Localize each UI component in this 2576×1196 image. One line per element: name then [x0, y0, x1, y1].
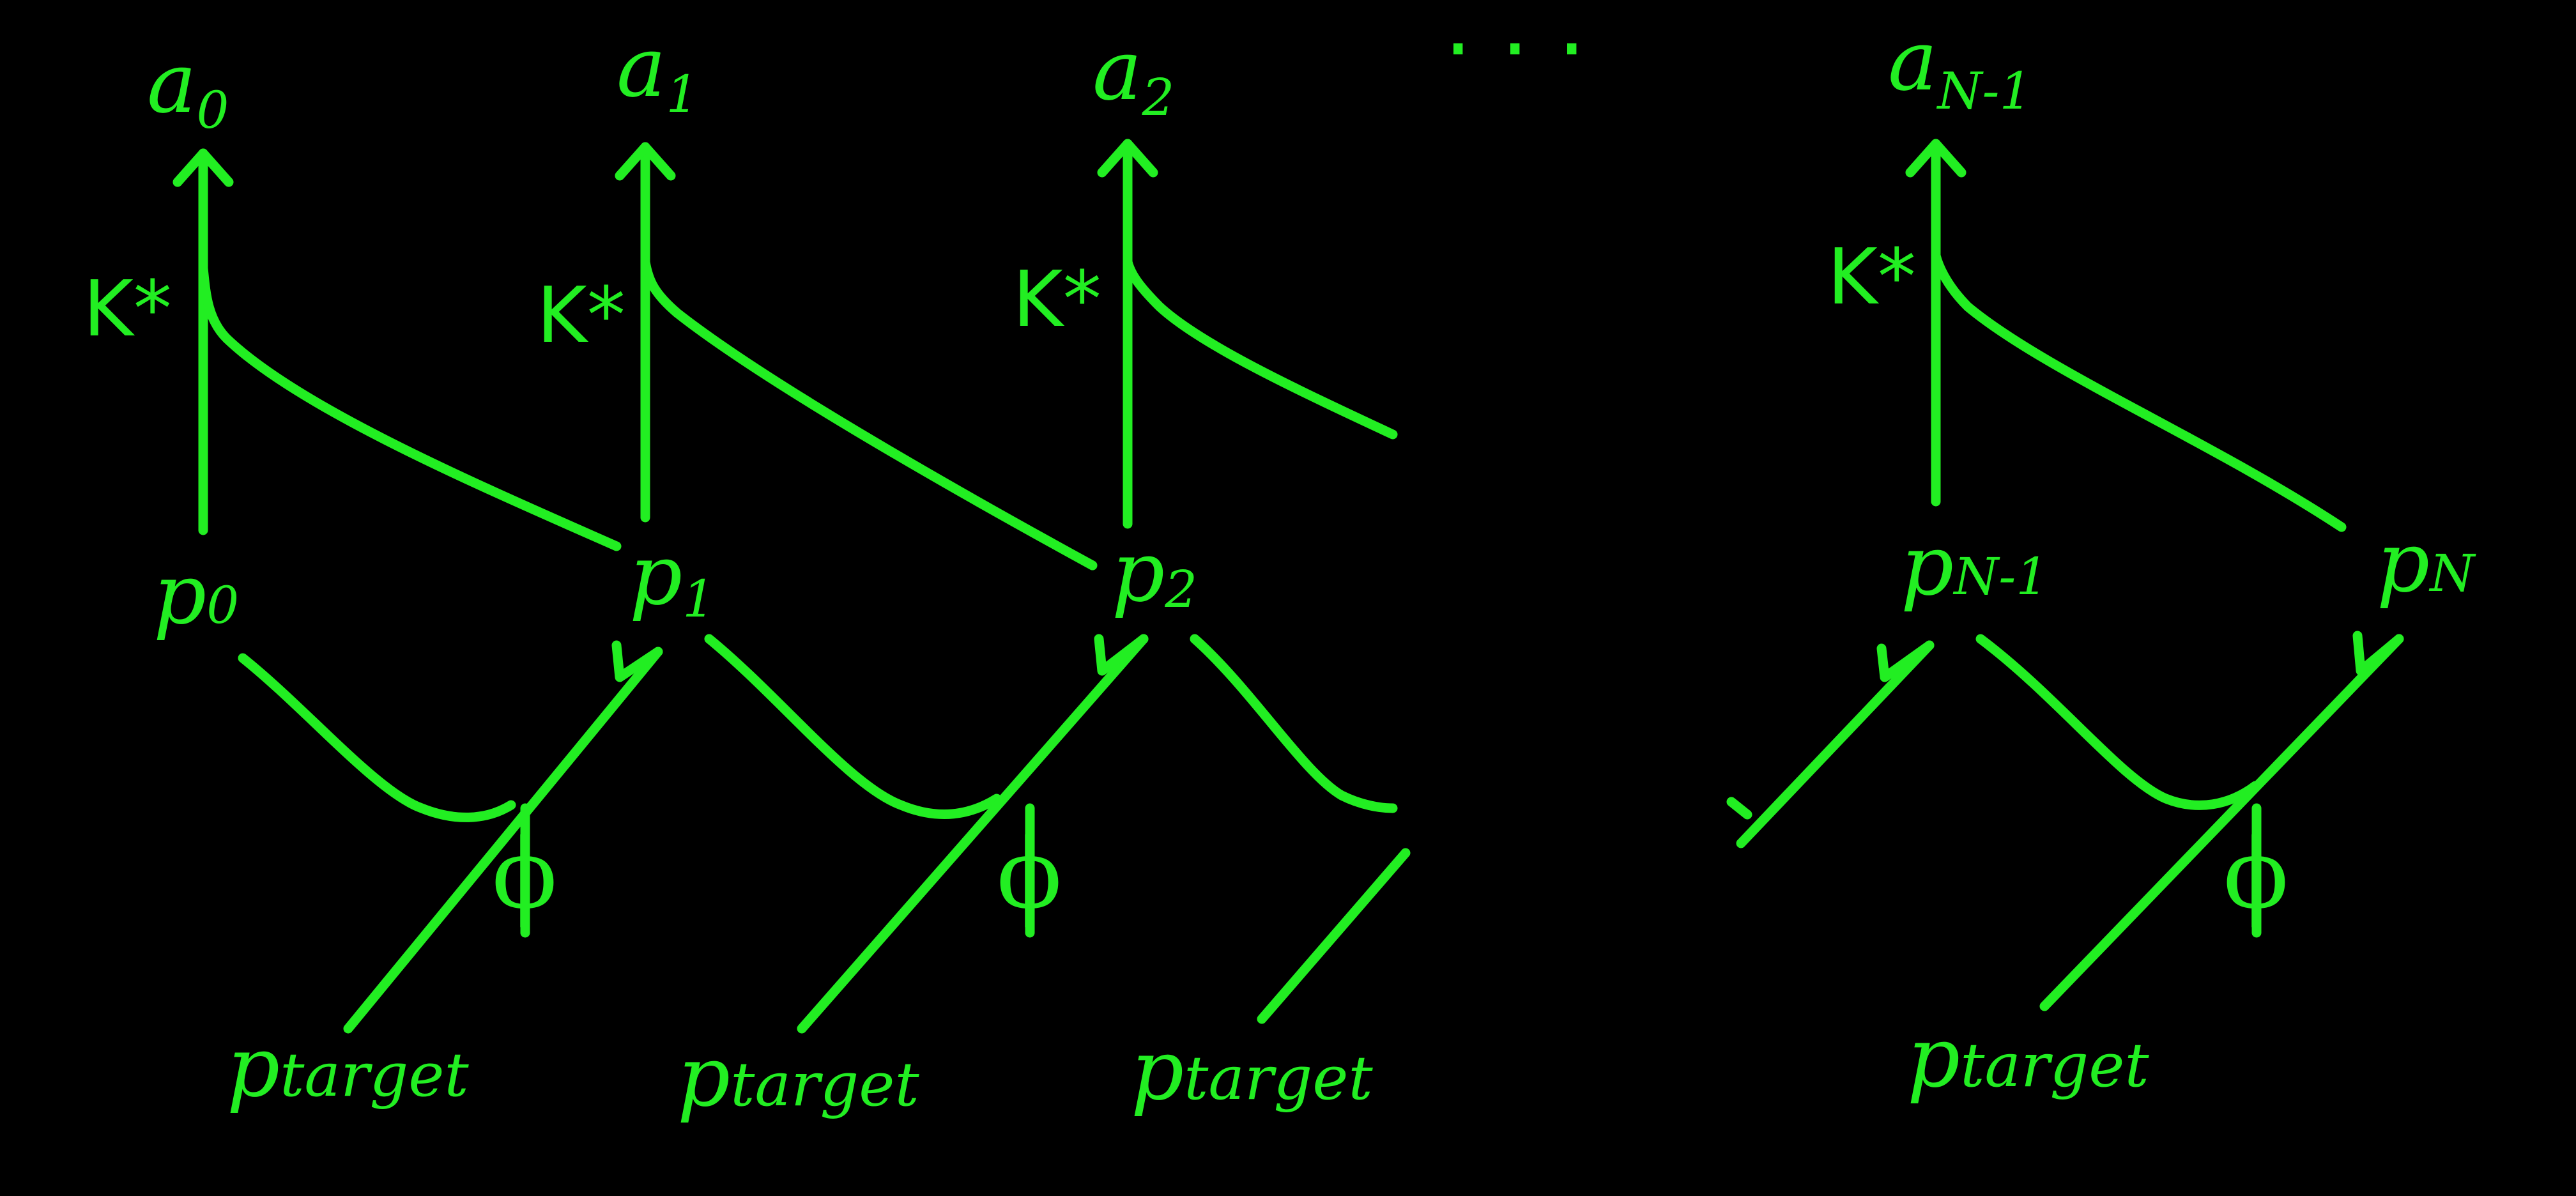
- arrowhead-into-pn1: [1876, 640, 1935, 682]
- phi-curve-p1: [704, 634, 1002, 819]
- output-label-a0: a0: [147, 34, 229, 140]
- gain-label-1: K*: [537, 272, 625, 360]
- transition-label-phi-2: ϕ: [997, 819, 1062, 930]
- stage-0: [172, 148, 663, 1034]
- incoming-line-to-pn1: [1736, 640, 1935, 848]
- arrowhead-into-p2: [1094, 634, 1149, 676]
- output-label-a1: a1: [617, 19, 698, 124]
- k-curve-pn-to-an1: [1931, 250, 2347, 532]
- output-label-an1: aN-1: [1888, 12, 2032, 121]
- arrow-a0-head: [172, 148, 234, 187]
- state-label-p2: p2: [1112, 523, 1197, 620]
- target-label-3: ptarget: [1131, 1022, 1373, 1119]
- state-label-pn: pN: [2377, 514, 2476, 611]
- transition-label-phi-1: ϕ: [492, 819, 557, 930]
- arrow-a1-head: [615, 142, 676, 181]
- gain-label-2: K*: [1013, 256, 1101, 344]
- phi-curve-p0: [238, 653, 516, 822]
- arrowhead-into-pn: [2352, 631, 2404, 676]
- target-label-1: ptarget: [227, 1018, 469, 1116]
- arrow-an1-head: [1905, 139, 1966, 178]
- target-line-to-p2: [797, 634, 1149, 1034]
- target-line-to-pn: [2039, 634, 2404, 1011]
- state-label-pn1: pN-1: [1901, 517, 2048, 614]
- arrowhead-incoming-tail: [1726, 797, 1752, 820]
- target-label-n: ptarget: [1907, 1009, 2149, 1106]
- stage-2: [1097, 139, 1411, 1024]
- target-line-to-p1: [343, 647, 663, 1034]
- k-curve-p1-to-a0: [198, 263, 622, 551]
- phi-curve-p2-partial: [1190, 634, 1398, 813]
- phi-curve-pn1: [1975, 634, 2260, 810]
- k-curve-p2-to-a1: [640, 257, 1098, 571]
- arrow-a2-head: [1097, 139, 1158, 178]
- transition-label-phi-n: ϕ: [2223, 819, 2288, 930]
- target-line-partial: [1257, 848, 1411, 1024]
- ellipsis: · · ·: [1444, 0, 1586, 102]
- stage-n-1: [1726, 139, 2404, 1011]
- arrowhead-into-p1: [611, 640, 663, 682]
- gain-label-0: K*: [83, 265, 172, 354]
- state-label-p1: p1: [629, 526, 715, 629]
- target-label-2: ptarget: [677, 1028, 919, 1125]
- state-label-p0: p0: [153, 546, 239, 643]
- gain-label-n1: K*: [1827, 233, 1916, 322]
- output-label-a2: a2: [1092, 22, 1174, 127]
- stage-1: [615, 142, 1149, 1034]
- k-curve-p3-to-a2-partial: [1123, 257, 1398, 440]
